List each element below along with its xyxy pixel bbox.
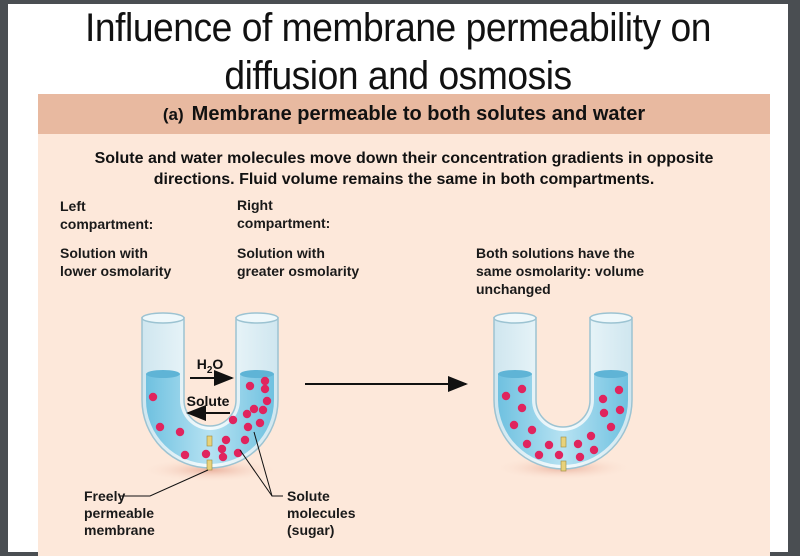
solute-molecule-dot [228,415,238,425]
solute-molecule-dot [217,444,227,454]
membrane-pore-top [560,436,567,448]
solute-molecule-dot [258,405,268,415]
solute-dots-before [148,376,272,462]
solute-molecule-dot [598,394,608,404]
solute-molecule-dot [249,404,259,414]
solute-molecule-dot [201,449,211,459]
slide-title: Influence of membrane permeability on di… [85,6,711,98]
leader-lines [120,431,283,497]
solute-molecule-dot [221,435,231,445]
solute-molecule-dot [573,439,583,449]
solute-arrow-label: Solute [187,393,230,409]
solute-molecule-dot [589,445,599,455]
membrane-pore-top [206,435,213,447]
solute-molecule-dot [527,425,537,435]
solute-molecule-dot [242,409,252,419]
panel-header-text: Membrane permeable to both solutes and w… [191,103,646,125]
solute-molecule-dot [175,427,185,437]
left-compartment-label: Left compartment: [60,198,154,232]
membrane-pore-bottom [206,459,213,471]
solute-molecule-dot [180,450,190,460]
solute-molecule-dot [522,439,532,449]
panel-header: (a) Membrane permeable to both solutes an… [38,94,770,134]
solute-molecule-dot [155,422,165,432]
solute-molecule-dot [243,422,253,432]
solute-molecule-dot [614,385,624,395]
solute-molecule-dot [245,381,255,391]
left-solution-label: Solution with lower osmolarity [60,245,172,279]
solute-molecule-dot [544,440,554,450]
solute-molecule-dot [606,422,616,432]
solute-molecule-dot [218,452,228,462]
right-solution-label: Solution with greater osmolarity [237,245,360,279]
solute-molecule-dot [517,384,527,394]
membrane-pore-bottom [560,460,567,472]
solute-molecule-dot [534,450,544,460]
solute-molecule-dot [586,431,596,441]
solute-molecule-dot [599,408,609,418]
solute-molecule-dot [615,405,625,415]
slide: Influence of membrane permeability on di… [8,4,788,556]
panel-description: Solute and water molecules move down the… [94,150,714,188]
solute-molecule-dot [260,376,270,386]
right-compartment-label: Right compartment: [237,197,331,231]
panel-a: (a) Membrane permeable to both solutes an… [38,94,770,556]
solute-molecule-dot [575,452,585,462]
solute-molecule-dot [260,384,270,394]
solute-molecule-dot [240,435,250,445]
h2o-label: H2O [197,356,224,376]
solute-molecule-dot [255,418,265,428]
solute-molecule-dot [233,448,243,458]
result-label: Both solutions have the same osmolarity:… [476,245,645,297]
membrane-label: Freely permeable membrane [84,488,155,538]
solute-molecule-dot [554,450,564,460]
solute-molecules-label: Solute molecules (sugar) [287,488,356,538]
solute-molecule-dot [509,420,519,430]
solute-molecule-dot [501,391,511,401]
solute-dots-after [501,384,625,462]
solute-molecule-dot [262,396,272,406]
solute-molecule-dot [517,403,527,413]
solute-molecule-dot [148,392,158,402]
panel-tag: (a) [162,105,184,124]
